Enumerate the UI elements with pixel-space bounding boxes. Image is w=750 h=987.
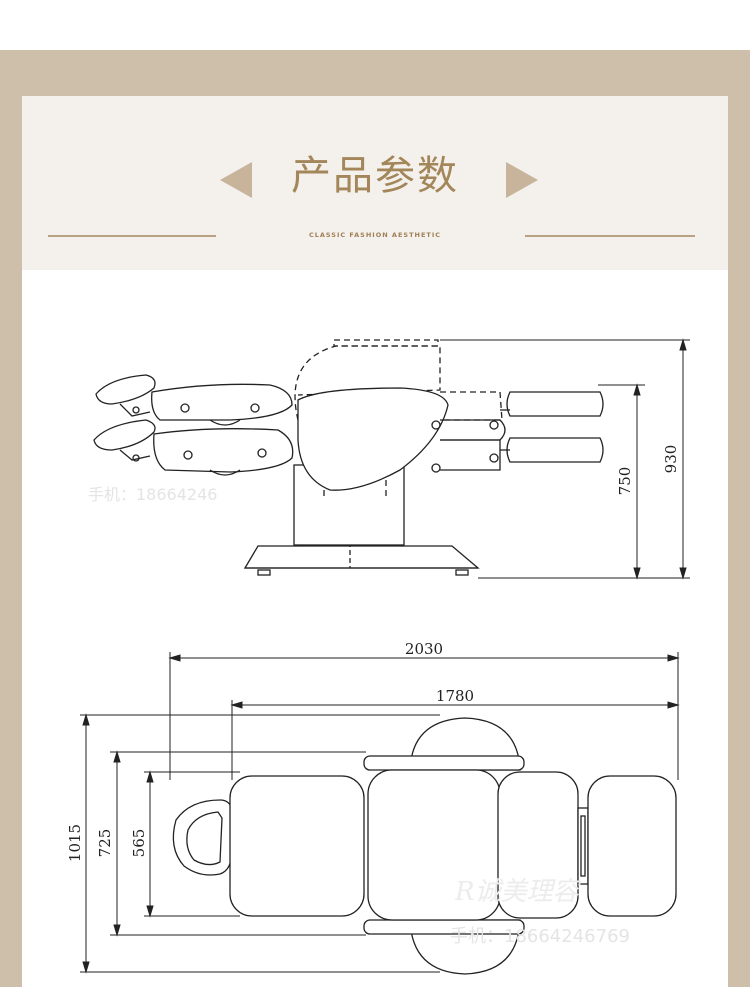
- leg-rest: [500, 391, 604, 463]
- dimension-725: 725: [96, 829, 114, 858]
- chair-seat: [297, 387, 506, 491]
- left-divider: [48, 235, 216, 237]
- length-dimension-lines: [168, 652, 680, 780]
- dimension-2030: 2030: [405, 640, 443, 658]
- width-dimension-lines: [80, 713, 440, 974]
- top-view: [80, 652, 680, 975]
- dimension-750: 750: [616, 467, 634, 496]
- headrest-lower: [93, 419, 294, 476]
- right-frame-border: [728, 96, 750, 987]
- right-divider: [525, 235, 695, 237]
- watermark-phone-left: 手机：18664246: [88, 485, 217, 504]
- technical-drawing: 930 750: [66, 338, 690, 975]
- section-header: [22, 96, 728, 270]
- section-subtitle: CLASSIC FASHION AESTHETIC: [308, 231, 442, 239]
- watermark-brand: R诚美理容: [454, 877, 582, 907]
- section-title: 产品参数: [291, 153, 459, 199]
- height-dimension-lines: [440, 338, 690, 580]
- head-section: [229, 775, 365, 917]
- dimension-1015: 1015: [66, 824, 84, 862]
- left-arrow-icon: [220, 162, 252, 198]
- right-arrow-icon: [506, 162, 538, 198]
- dimension-930: 930: [662, 445, 680, 474]
- watermark-phone-right: 手机：18664246769: [450, 926, 630, 947]
- side-view: [93, 338, 690, 580]
- headrest-upper: [95, 374, 293, 426]
- dimension-1780: 1780: [436, 687, 474, 705]
- top-frame-border: [0, 50, 750, 96]
- foot-section: [587, 775, 677, 917]
- dimension-565: 565: [130, 829, 148, 858]
- left-frame-border: [0, 96, 22, 987]
